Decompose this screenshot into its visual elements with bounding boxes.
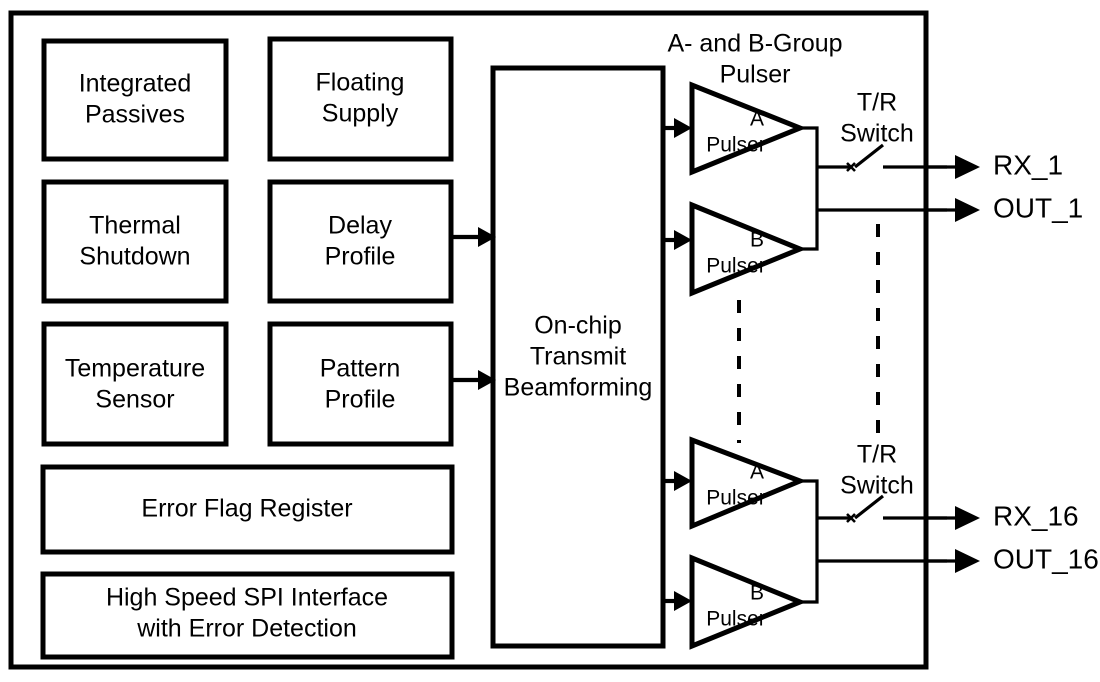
block-label-line1: Floating bbox=[316, 69, 405, 97]
block-spi-interface: High Speed SPI Interface with Error Dete… bbox=[40, 571, 455, 660]
block-label-line1: High Speed SPI Interface bbox=[106, 584, 388, 612]
out-port-arrow-icon bbox=[955, 549, 980, 573]
block-label-line1: Thermal bbox=[89, 212, 181, 240]
pulser-letter: A bbox=[750, 108, 764, 131]
tr-switch-label-line2: Switch bbox=[840, 120, 914, 148]
block-label-line2: Passives bbox=[85, 101, 185, 129]
wire-beamformer-to-channel1-pulser-a bbox=[663, 118, 692, 138]
beamformer-label-line3: Beamforming bbox=[504, 374, 653, 402]
block-delay-profile: Delay Profile bbox=[267, 179, 454, 304]
channel-16-ports: RX_16 OUT_16 bbox=[926, 500, 1099, 574]
block-label-line2: Profile bbox=[325, 243, 396, 271]
channel-1-pulser-b: B Pulser bbox=[689, 201, 807, 297]
pulser-letter: A bbox=[750, 461, 764, 484]
port-label-rx: RX_1 bbox=[993, 149, 1063, 180]
wire-beamformer-to-channel1-pulser-b bbox=[663, 230, 692, 250]
rx-port-arrow-icon bbox=[955, 155, 980, 179]
pulser-word: Pulser bbox=[706, 134, 766, 157]
port-label-out: OUT_1 bbox=[993, 192, 1083, 223]
channel-1-output-bus bbox=[800, 126, 947, 251]
pulser-letter: B bbox=[750, 229, 764, 252]
block-temperature-sensor: Temperature Sensor bbox=[41, 321, 229, 447]
block-pattern-profile: Pattern Profile bbox=[267, 321, 454, 447]
channel-1-pulser-a: A Pulser bbox=[689, 81, 807, 176]
port-label-out: OUT_16 bbox=[993, 543, 1099, 574]
block-integrated-passives: Integrated Passives bbox=[41, 38, 229, 162]
pulser-word: Pulser bbox=[706, 487, 766, 510]
chip-boundary bbox=[8, 10, 929, 670]
wire-delay-profile-to-beamformer bbox=[451, 227, 496, 247]
channel-16-tr-switch[interactable]: T/R Switch bbox=[840, 441, 947, 523]
block-onchip-transmit-beamforming: On-chip Transmit Beamforming bbox=[490, 65, 666, 649]
tr-switch-terminal-x-icon bbox=[846, 513, 856, 523]
beamformer-label-line2: Transmit bbox=[530, 343, 626, 371]
wire-pattern-profile-to-beamformer bbox=[451, 370, 496, 390]
block-label-line1: Error Flag Register bbox=[141, 495, 352, 523]
block-label-line1: Temperature bbox=[65, 355, 205, 383]
channel-1-tr-switch[interactable]: T/R Switch bbox=[840, 89, 947, 172]
wire-beamformer-to-channel16-pulser-a bbox=[663, 471, 692, 491]
pulser-letter: B bbox=[750, 582, 764, 605]
block-label-line2: with Error Detection bbox=[136, 615, 357, 643]
pulser-word: Pulser bbox=[706, 255, 766, 278]
block-label-line2: Sensor bbox=[95, 386, 174, 414]
block-label-line2: Shutdown bbox=[79, 243, 190, 271]
beamformer-label-line1: On-chip bbox=[534, 312, 622, 340]
block-error-flag-register: Error Flag Register bbox=[40, 464, 455, 555]
pulser-group-heading-line1: A- and B-Group bbox=[667, 30, 842, 58]
tr-switch-blade-icon[interactable] bbox=[854, 143, 884, 169]
tr-switch-terminal-x-icon bbox=[846, 162, 856, 172]
block-label-line1: Integrated bbox=[79, 70, 192, 98]
block-label-line2: Profile bbox=[325, 386, 396, 414]
port-label-rx: RX_16 bbox=[993, 500, 1079, 531]
block-thermal-shutdown: Thermal Shutdown bbox=[41, 179, 229, 304]
block-label-line2: Supply bbox=[322, 100, 399, 128]
channel-16-pulser-b: B Pulser bbox=[689, 554, 807, 650]
rx-port-arrow-icon bbox=[955, 506, 980, 530]
pulser-group-heading: A- and B-Group Pulser bbox=[667, 30, 842, 89]
out-port-arrow-icon bbox=[955, 198, 980, 222]
block-label-line1: Delay bbox=[328, 212, 392, 240]
block-label-line1: Pattern bbox=[320, 355, 401, 383]
pulser-word: Pulser bbox=[706, 608, 766, 631]
channel-16-output-bus bbox=[800, 479, 947, 604]
wire-beamformer-to-channel16-pulser-b bbox=[663, 591, 692, 611]
tr-switch-label-line2: Switch bbox=[840, 472, 914, 500]
block-floating-supply: Floating Supply bbox=[267, 36, 454, 162]
tr-switch-label-line1: T/R bbox=[857, 89, 897, 117]
channel-16-pulser-a: A Pulser bbox=[689, 436, 807, 530]
pulser-group-heading-line2: Pulser bbox=[720, 61, 791, 89]
tr-switch-blade-icon[interactable] bbox=[854, 494, 884, 520]
tr-switch-label-line1: T/R bbox=[857, 441, 897, 469]
channel-1-ports: RX_1 OUT_1 bbox=[926, 149, 1083, 223]
